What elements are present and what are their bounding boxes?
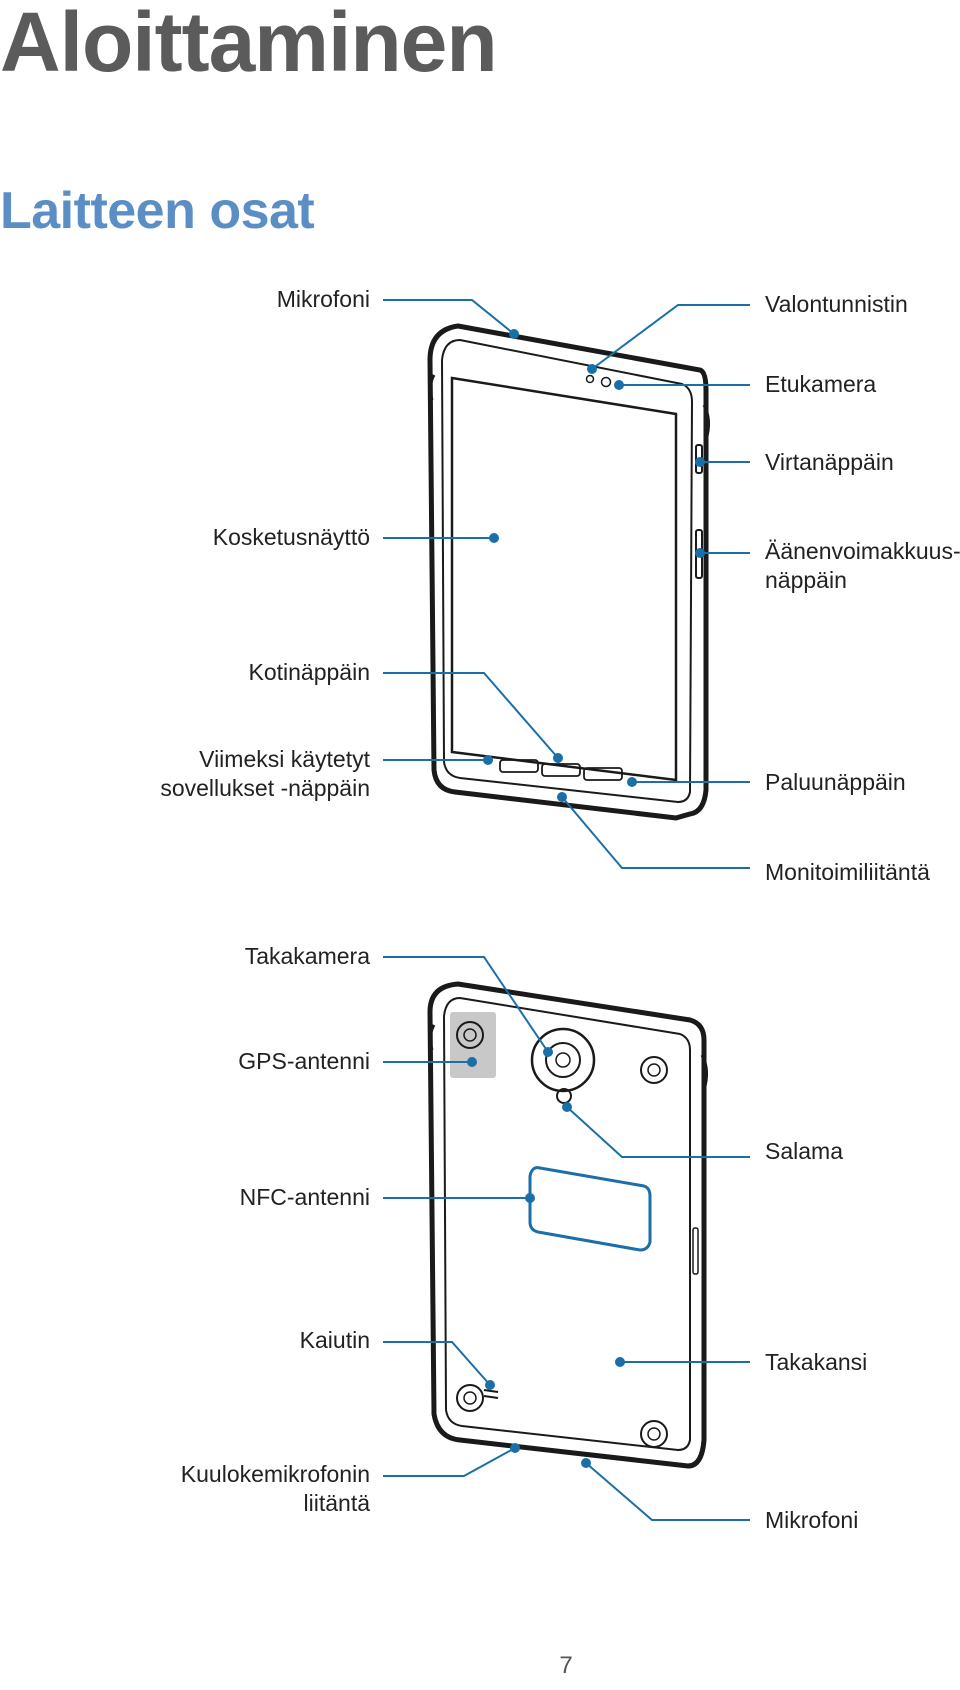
page-number: 7 bbox=[559, 1652, 573, 1679]
label-kaiutin: Kaiutin bbox=[299, 1327, 370, 1353]
label-viimeksi-line1: Viimeksi käytetyt bbox=[199, 746, 370, 772]
label-viimeksi-line2: sovellukset -näppäin bbox=[160, 775, 370, 801]
back-callout-lines bbox=[383, 956, 750, 1521]
label-aanenvoimakkuus: Äänenvoimakkuus- näppäin bbox=[765, 537, 960, 595]
label-mikrofoni-back: Mikrofoni bbox=[765, 1507, 859, 1533]
back-device bbox=[427, 981, 709, 1469]
label-nfc-antenni: NFC-antenni bbox=[239, 1184, 370, 1210]
label-valontunnistin: Valontunnistin bbox=[765, 291, 908, 317]
label-aanenvoimakkuus-line2: näppäin bbox=[765, 567, 847, 593]
label-aanenvoimakkuus-line1: Äänenvoimakkuus- bbox=[765, 538, 960, 564]
label-mikrofoni-front: Mikrofoni bbox=[276, 286, 370, 312]
label-gps-antenni: GPS-antenni bbox=[238, 1048, 370, 1074]
label-monitoimiliitanta: Monitoimiliitäntä bbox=[765, 859, 930, 885]
section-title: Laitteen osat bbox=[0, 182, 315, 240]
front-callout-lines bbox=[383, 299, 750, 869]
label-kuulokemikrofoni-line1: Kuulokemikrofonin bbox=[180, 1461, 370, 1487]
label-etukamera: Etukamera bbox=[765, 371, 877, 397]
label-salama: Salama bbox=[765, 1138, 843, 1164]
label-virtanappain: Virtanäppäin bbox=[765, 449, 894, 475]
label-paluunappain: Paluunäppäin bbox=[765, 769, 906, 795]
label-viimeksi: Viimeksi käytetyt sovellukset -näppäin bbox=[160, 745, 370, 803]
label-kosketusnaytto: Kosketusnäyttö bbox=[212, 524, 370, 550]
label-kuulokemikrofoni: Kuulokemikrofonin liitäntä bbox=[181, 1460, 370, 1518]
label-kotinappain: Kotinäppäin bbox=[248, 659, 371, 685]
front-device bbox=[427, 323, 711, 821]
page-title: Aloittaminen bbox=[0, 0, 498, 89]
front-callout-dots bbox=[483, 329, 705, 802]
label-kuulokemikrofoni-line2: liitäntä bbox=[303, 1490, 370, 1516]
label-takakamera: Takakamera bbox=[244, 943, 370, 969]
back-callout-dots bbox=[467, 1047, 625, 1468]
label-takakansi: Takakansi bbox=[765, 1349, 868, 1375]
